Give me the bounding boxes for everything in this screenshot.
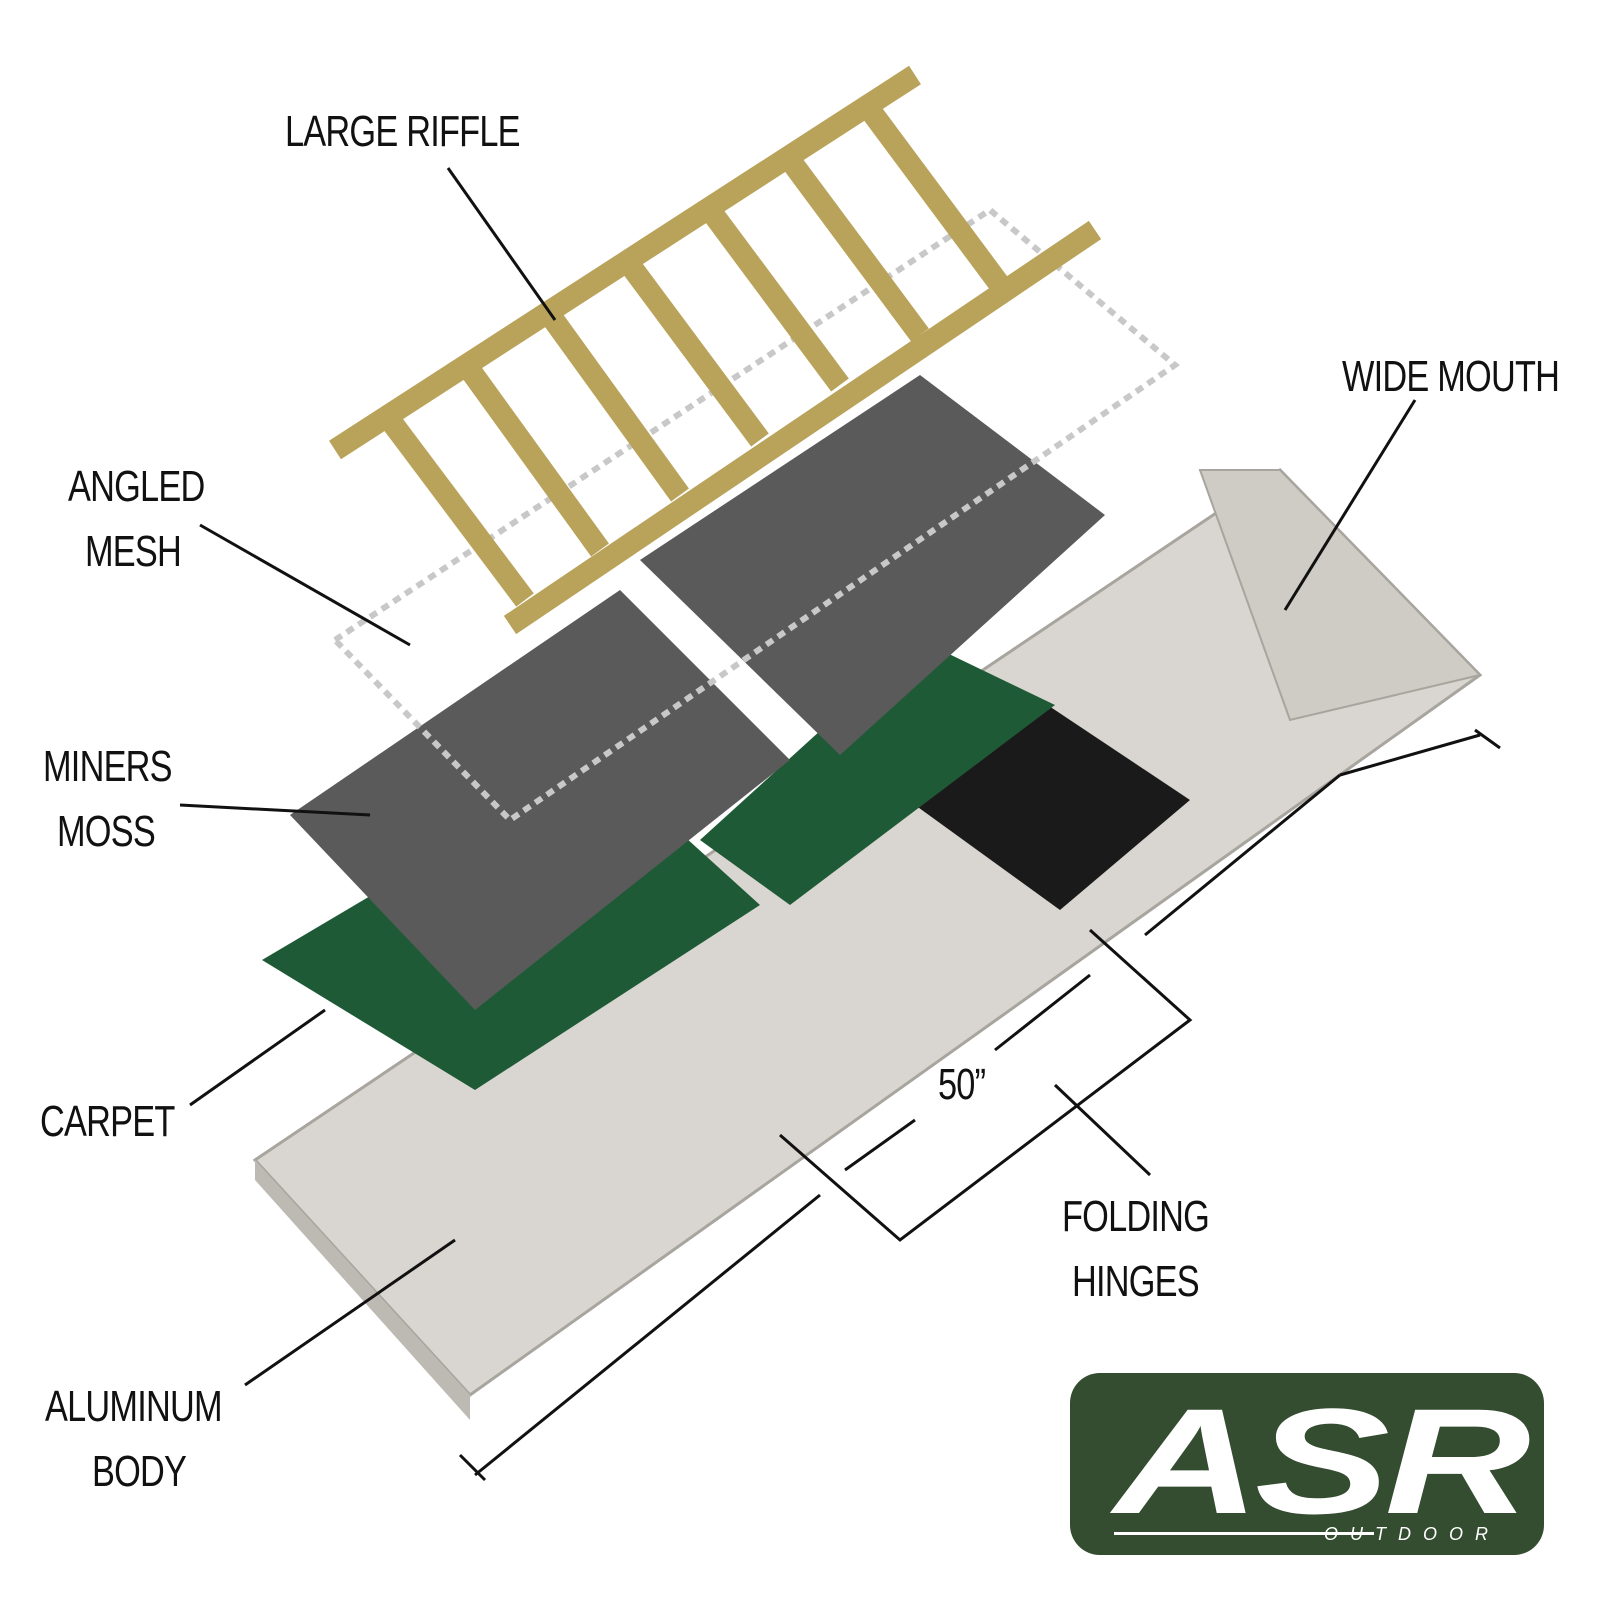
angled-mesh [330, 206, 1180, 824]
label-angled-mesh-2: MESH [85, 527, 182, 576]
label-carpet: CARPET [40, 1097, 175, 1146]
label-folding-hinges-1: FOLDING [1062, 1192, 1210, 1241]
asr-outdoor-logo: ASR OUTDOOR [1070, 1373, 1544, 1555]
label-miners-moss-2: MOSS [57, 807, 156, 856]
label-folding-hinges-2: HINGES [1072, 1257, 1200, 1306]
carpet-upper [700, 640, 1055, 905]
logo-name: ASR [1114, 1377, 1531, 1545]
label-aluminum-body-2: BODY [92, 1447, 187, 1496]
label-wide-mouth: WIDE MOUTH [1342, 352, 1560, 401]
large-riffle [329, 65, 1102, 635]
label-miners-moss-1: MINERS [43, 742, 173, 791]
label-large-riffle: LARGE RIFFLE [285, 107, 521, 156]
logo-sub: OUTDOOR [1324, 1524, 1500, 1544]
label-angled-mesh-1: ANGLED [68, 462, 205, 511]
miners-moss-upper [640, 375, 1105, 755]
logo-divider [1114, 1532, 1374, 1535]
label-aluminum-body-1: ALUMINUM [45, 1382, 223, 1431]
label-dimension: 50” [938, 1060, 986, 1109]
